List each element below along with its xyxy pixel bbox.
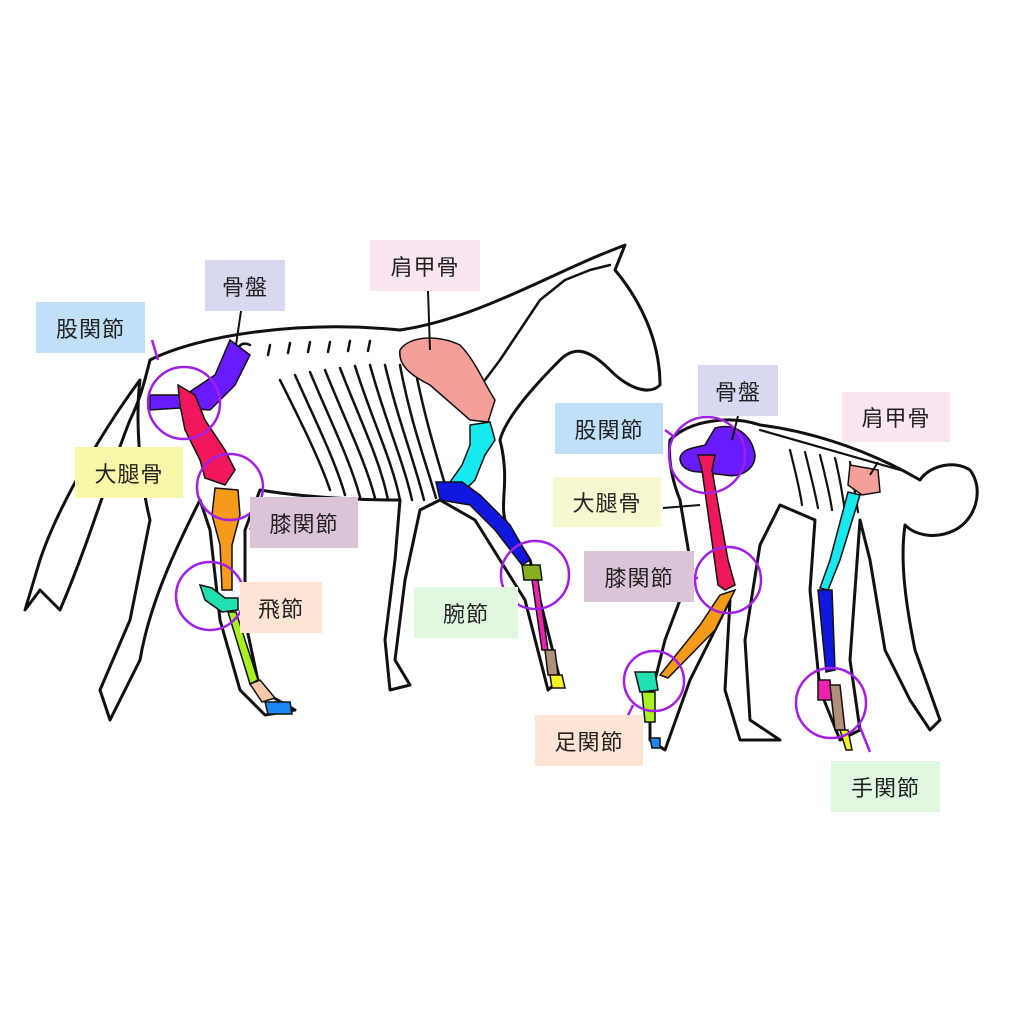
human-label-hip-joint: 股関節 — [555, 403, 663, 454]
human-scapula-bone — [847, 464, 881, 496]
human-wrist-joint-circle — [794, 666, 868, 740]
human-label-femur: 大腿骨 — [553, 477, 661, 527]
horse-scapula-bone — [399, 337, 496, 423]
horse-label-pelvis: 骨盤 — [205, 260, 285, 311]
horse-label-hock: 飛節 — [240, 582, 322, 633]
horse-radius-bone — [435, 481, 532, 566]
human-toe-bone — [649, 737, 661, 749]
human-ankle-joint-circle — [622, 649, 686, 713]
human-humerus-bone — [819, 491, 861, 591]
human-ankle-bone — [634, 671, 659, 693]
horse-pelvis-bone — [149, 338, 251, 411]
horse-tibia-bone — [211, 487, 241, 591]
horse-fore-phalanx — [544, 649, 559, 676]
human-femur-bone — [697, 454, 736, 591]
human-ribs — [758, 428, 902, 514]
horse-pastern-bone — [248, 679, 277, 703]
human-foot-bone — [641, 691, 656, 723]
human-hip-joint-circle — [667, 415, 747, 495]
human-radius-bone — [817, 589, 836, 673]
human-label-scapula: 肩甲骨 — [842, 392, 950, 442]
human-label-knee-joint: 膝関節 — [584, 551, 694, 602]
horse-neck-vertebrae — [483, 263, 612, 382]
horse-label-scapula: 肩甲骨 — [370, 240, 480, 291]
human-label-ankle-joint: 足関節 — [535, 715, 643, 766]
horse-carpus-bone — [521, 564, 543, 581]
horse-hind-hoof — [264, 701, 293, 715]
human-pelvis-bone — [679, 425, 756, 477]
horse-label-femur: 大腿骨 — [75, 447, 183, 498]
horse-femur-bone — [177, 383, 236, 486]
horse-label-knee-joint: 膝関節 — [250, 497, 358, 548]
human-label-pelvis: 骨盤 — [698, 365, 778, 416]
horse-hip-joint-circle — [146, 365, 222, 441]
human-label-wrist-joint: 手関節 — [831, 761, 940, 812]
horse-hock-bone — [198, 583, 239, 613]
horse-label-hip-joint: 股関節 — [36, 302, 145, 353]
horse-fore-hoof — [549, 674, 566, 689]
human-knee-joint-circle — [693, 545, 763, 615]
black-leader-lines — [235, 290, 879, 509]
horse-knee-joint-circle — [195, 452, 265, 522]
horse-carpus-circle — [499, 539, 571, 611]
horse-bones — [149, 337, 566, 715]
horse-label-carpus: 腕節 — [414, 587, 518, 638]
horse-outline — [23, 243, 662, 722]
